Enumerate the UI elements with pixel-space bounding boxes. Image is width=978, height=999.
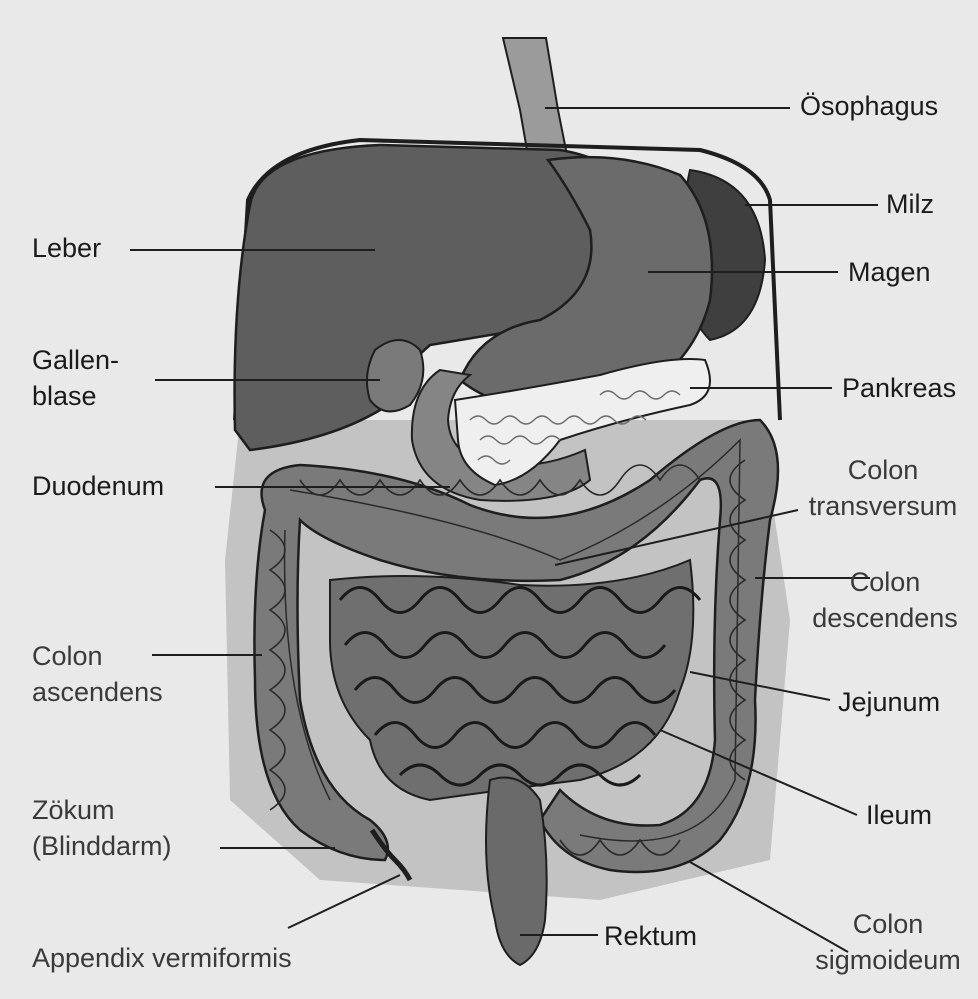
label-milz: Milz xyxy=(886,186,934,222)
label-gallenblase-line2: blase xyxy=(32,378,119,414)
label-jejunum: Jejunum xyxy=(838,684,940,720)
label-gallenblase: Gallen- blase xyxy=(32,342,119,414)
leader-appendix xyxy=(288,875,400,928)
label-colon-sigmoideum: Colon sigmoideum xyxy=(808,906,968,978)
label-pankreas: Pankreas xyxy=(842,370,956,406)
label-zoekum-line1: Zökum xyxy=(32,792,172,828)
label-colon-sigmoideum-line2: sigmoideum xyxy=(808,942,968,978)
label-colon-transversum: Colon transversum xyxy=(798,452,968,524)
label-appendix-vermiformis: Appendix vermiformis xyxy=(32,940,292,976)
gallbladder-shape xyxy=(367,340,423,411)
label-colon-descendens-line2: descendens xyxy=(800,600,970,636)
label-colon-ascendens-line1: Colon xyxy=(32,638,163,674)
label-colon-transversum-line2: transversum xyxy=(798,488,968,524)
rectum-shape xyxy=(486,778,547,966)
label-duodenum: Duodenum xyxy=(32,468,164,504)
label-colon-transversum-line1: Colon xyxy=(798,452,968,488)
label-zoekum-line2: (Blinddarm) xyxy=(32,828,172,864)
label-colon-descendens: Colon descendens xyxy=(800,564,970,636)
label-colon-sigmoideum-line1: Colon xyxy=(808,906,968,942)
label-oesophagus: Ösophagus xyxy=(800,88,938,124)
label-colon-ascendens: Colon ascendens xyxy=(32,638,163,710)
label-colon-ascendens-line2: ascendens xyxy=(32,674,163,710)
label-leber: Leber xyxy=(32,230,101,266)
label-rektum: Rektum xyxy=(604,918,697,954)
label-colon-descendens-line1: Colon xyxy=(800,564,970,600)
label-gallenblase-line1: Gallen- xyxy=(32,342,119,378)
label-zoekum: Zökum (Blinddarm) xyxy=(32,792,172,864)
label-ileum: Ileum xyxy=(866,797,932,833)
label-magen: Magen xyxy=(848,254,931,290)
